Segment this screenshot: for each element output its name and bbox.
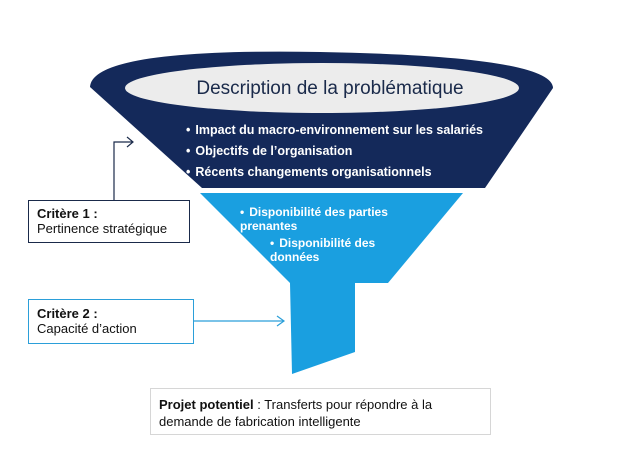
problem-item: Objectifs de l’organisation [186, 144, 483, 158]
potential-project-heading: Projet potentiel [159, 397, 254, 412]
funnel-spout [290, 283, 355, 374]
arrowhead-criterion-2 [276, 315, 286, 327]
problem-item: Récents changements organisationnels [186, 165, 483, 179]
availability-item: Disponibilité des parties prenantes [240, 205, 420, 233]
connector-criterion-1 [113, 141, 132, 200]
funnel-title: Description de la problématique [196, 78, 464, 99]
problem-item: Impact du macro-environnement sur les sa… [186, 123, 483, 137]
criterion-2-box: Critère 2 : Capacité d’action [28, 299, 194, 344]
problem-list: Impact du macro-environnement sur les sa… [186, 123, 483, 186]
availability-text: Disponibilité des données [270, 236, 375, 264]
criterion-1-heading: Critère 1 : [37, 206, 98, 221]
potential-project-text: : Transferts pour répondre à la demande … [159, 397, 433, 429]
criterion-2-heading: Critère 2 : [37, 306, 98, 321]
criterion-1-text: Pertinence stratégique [37, 221, 168, 236]
criterion-2-text: Capacité d’action [37, 321, 137, 336]
arrowhead-criterion-1 [126, 136, 134, 148]
funnel-rim [125, 63, 519, 113]
availability-text: Disponibilité des parties prenantes [240, 205, 388, 233]
availability-item: Disponibilité des données [270, 236, 400, 264]
criterion-1-box: Critère 1 : Pertinence stratégique [28, 200, 190, 243]
funnel-middle-section [200, 193, 463, 283]
potential-project-box: Projet potentiel : Transferts pour répon… [150, 388, 491, 435]
